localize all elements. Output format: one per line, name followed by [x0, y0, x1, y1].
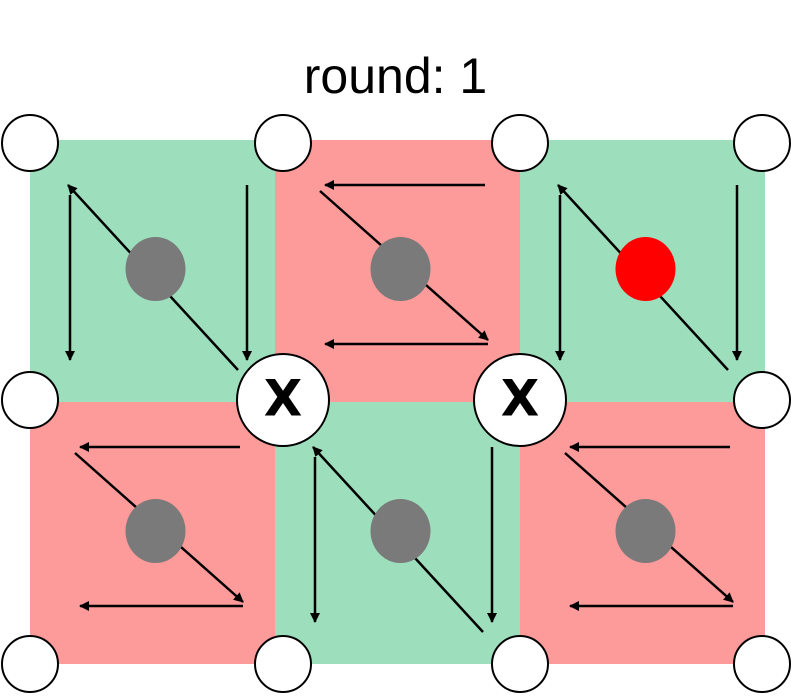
node: [1, 114, 59, 172]
node: [733, 371, 791, 429]
cells-layer: [30, 140, 765, 664]
node: [1, 635, 59, 693]
node: [254, 635, 312, 693]
node-circle: [1, 114, 59, 172]
round-label: round:: [303, 48, 460, 104]
node-label: X: [264, 370, 303, 428]
dots-layer: [125, 237, 676, 563]
node-circle: [733, 371, 791, 429]
highlight-dot: [615, 237, 676, 301]
center-dot: [370, 237, 431, 301]
node: [733, 114, 791, 172]
round-title: round: 1: [0, 46, 791, 106]
node-marked: X: [236, 353, 330, 447]
node-circle: [491, 114, 549, 172]
node-label: X: [501, 370, 540, 428]
node: [491, 635, 549, 693]
node: [733, 635, 791, 693]
node-circle: [733, 114, 791, 172]
arrows-layer: [65, 180, 742, 633]
node-marked: X: [473, 353, 567, 447]
node-circle: [1, 635, 59, 693]
node: [254, 114, 312, 172]
node-circle: [473, 353, 567, 447]
node: [1, 371, 59, 429]
center-dot: [125, 499, 186, 563]
node: [491, 114, 549, 172]
node-circle: [254, 114, 312, 172]
center-dot: [615, 499, 676, 563]
center-dot: [125, 237, 186, 301]
node-circle: [733, 635, 791, 693]
node-circle: [1, 371, 59, 429]
node-circle: [491, 635, 549, 693]
node-circle: [236, 353, 330, 447]
round-number: 1: [459, 48, 488, 104]
center-dot: [370, 499, 431, 563]
node-circle: [254, 635, 312, 693]
